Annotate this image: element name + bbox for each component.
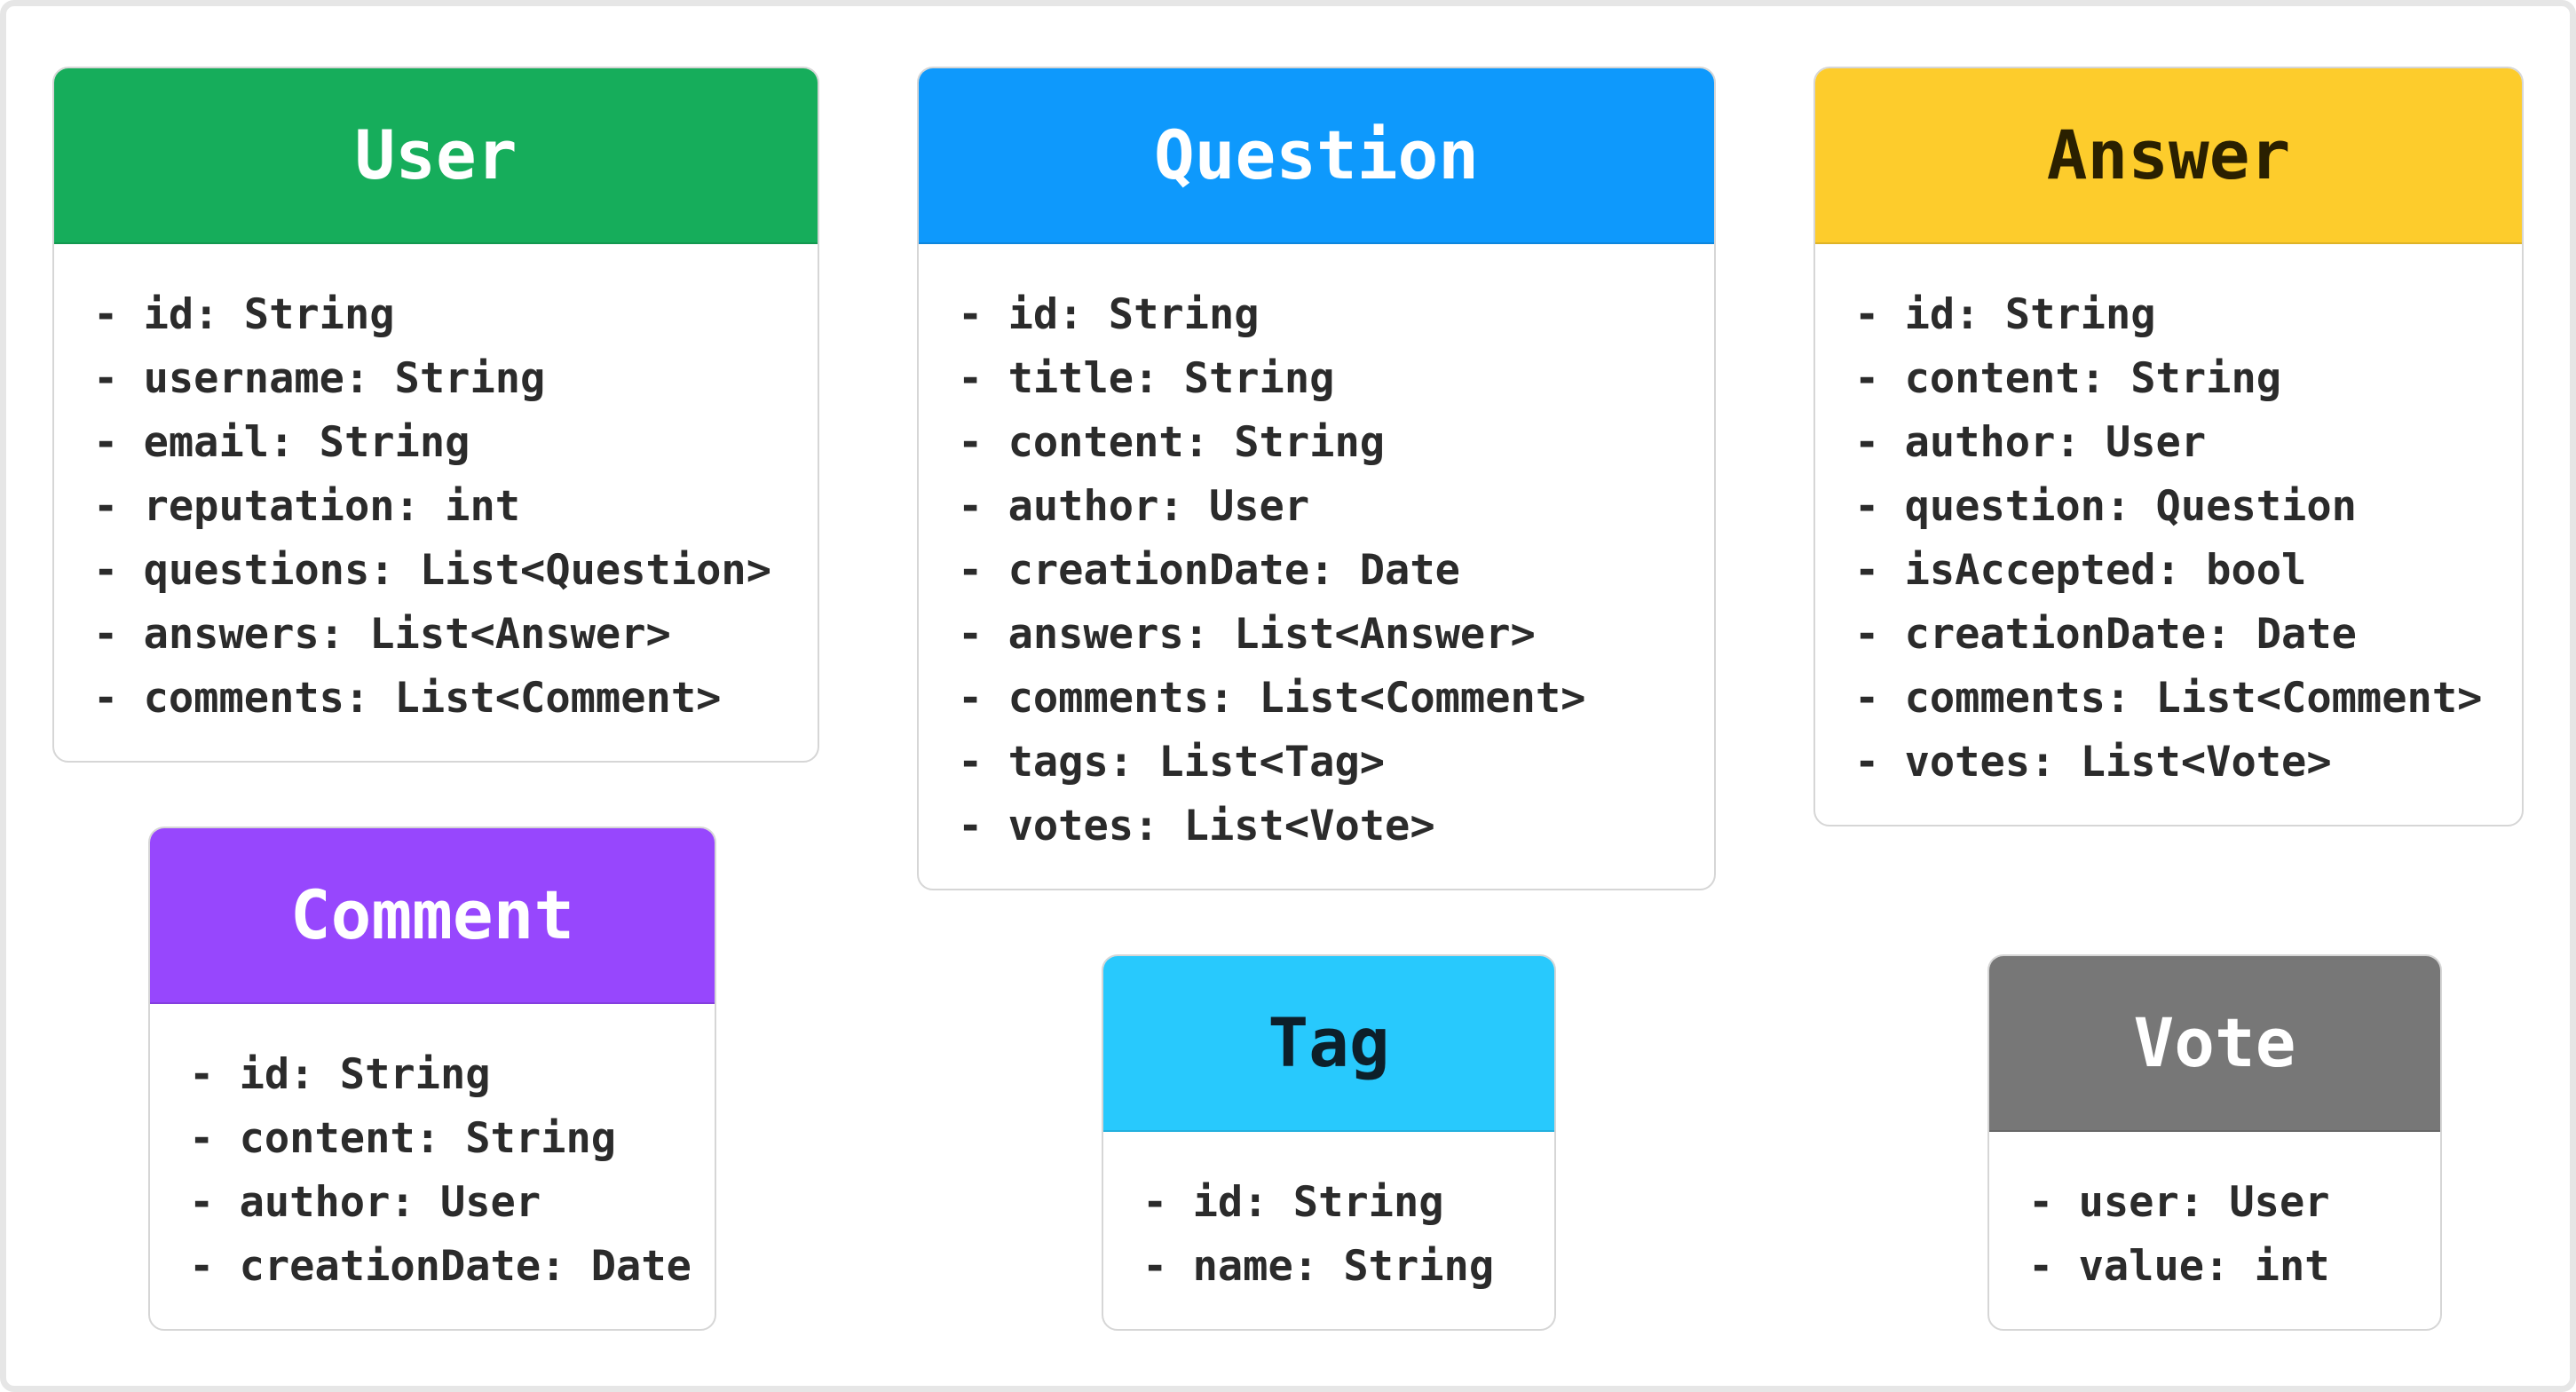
class-comment: Comment - id: String - content: String - a…: [148, 826, 716, 1331]
attribute-row: - answers: List<Answer>: [958, 610, 1536, 659]
class-answer: Answer - id: String - content: String - au…: [1813, 67, 2524, 826]
attribute-row: - author: User: [1854, 418, 2207, 467]
attribute-row: - creationDate: Date: [1854, 610, 2357, 659]
attribute-list: - id: String - title: String - content: St…: [919, 244, 1714, 858]
attribute-row: - username: String: [93, 354, 546, 403]
class-question: Question - id: String - title: String - co…: [917, 67, 1716, 890]
attribute-row: - author: User: [958, 482, 1310, 531]
attribute-list: - id: String - name: String: [1103, 1132, 1554, 1299]
attribute-row: - id: String: [1854, 290, 2156, 339]
attribute-row: - question: Question: [1854, 482, 2357, 531]
attribute-list: - id: String - content: String - author: U…: [1815, 244, 2522, 795]
attribute-row: - name: String: [1142, 1242, 1495, 1291]
attribute-list: - id: String - username: String - email: S…: [54, 244, 818, 731]
attribute-row: - id: String: [958, 290, 1260, 339]
attribute-list: - user: User - value: int: [1989, 1132, 2440, 1299]
class-header-user: User: [54, 68, 818, 244]
attribute-row: - value: int: [2028, 1242, 2330, 1291]
attribute-row: - id: String: [93, 290, 395, 339]
attribute-row: - comments: List<Comment>: [93, 674, 722, 723]
attribute-row: - email: String: [93, 418, 470, 467]
attribute-row: - answers: List<Answer>: [93, 610, 671, 659]
attribute-row: - id: String: [1142, 1178, 1444, 1227]
attribute-row: - id: String: [189, 1050, 491, 1099]
attribute-row: - creationDate: Date: [958, 546, 1460, 595]
attribute-row: - content: String: [958, 418, 1386, 467]
attribute-row: - comments: List<Comment>: [1854, 674, 2483, 723]
attribute-row: - tags: List<Tag>: [958, 738, 1386, 787]
attribute-row: - user: User: [2028, 1178, 2330, 1227]
class-user: User - id: String - username: String - ema…: [52, 67, 819, 763]
class-header-question: Question: [919, 68, 1714, 244]
attribute-row: - content: String: [189, 1114, 617, 1163]
attribute-row: - votes: List<Vote>: [958, 802, 1435, 850]
class-vote: Vote - user: User - value: int: [1987, 954, 2442, 1331]
attribute-row: - creationDate: Date: [189, 1242, 691, 1291]
attribute-row: - reputation: int: [93, 482, 521, 531]
attribute-row: - comments: List<Comment>: [958, 674, 1586, 723]
class-header-answer: Answer: [1815, 68, 2522, 244]
attribute-row: - votes: List<Vote>: [1854, 738, 2332, 787]
attribute-row: - content: String: [1854, 354, 2282, 403]
attribute-row: - title: String: [958, 354, 1335, 403]
attribute-row: - questions: List<Question>: [93, 546, 772, 595]
attribute-list: - id: String - content: String - author: U…: [150, 1004, 715, 1299]
class-header-vote: Vote: [1989, 956, 2440, 1132]
class-header-tag: Tag: [1103, 956, 1554, 1132]
attribute-row: - isAccepted: bool: [1854, 546, 2307, 595]
class-tag: Tag - id: String - name: String: [1102, 954, 1556, 1331]
class-header-comment: Comment: [150, 828, 715, 1004]
attribute-row: - author: User: [189, 1178, 541, 1227]
